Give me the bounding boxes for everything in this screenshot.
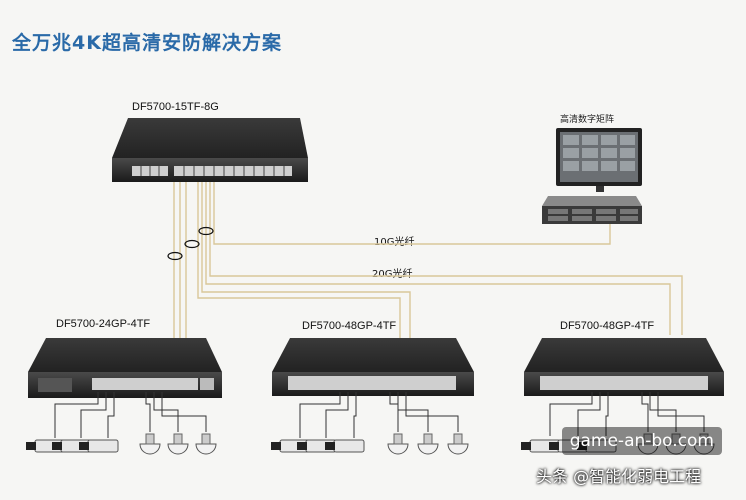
bullet-camera-lenses <box>26 442 587 450</box>
fiber-10g-label: 10G光纤 <box>374 237 415 248</box>
access-switch-1 <box>28 338 222 398</box>
fiber-links <box>173 180 683 342</box>
watermark: game-an-bo.com 头条 @智能化弱电工程 <box>530 425 736 487</box>
fiber-link-switch-2 <box>201 180 411 338</box>
page-title: 全万兆4K超高清安防解决方案 <box>12 32 282 54</box>
monitor-label: 高清数字矩阵 <box>560 115 615 125</box>
access-switch-3 <box>524 338 724 396</box>
fiber-20g-label: 20G光纤 <box>372 269 413 280</box>
fiber-bundle-mark <box>167 251 183 261</box>
fiber-link-monitor <box>213 180 611 245</box>
monitor <box>556 128 642 192</box>
access-switch-label-3: DF5700-48GP-4TF <box>560 320 655 332</box>
core-switch-label: DF5700-15TF-8G <box>132 101 219 113</box>
camera-cables <box>54 392 705 438</box>
watermark-source: 头条 @智能化弱电工程 <box>536 467 702 486</box>
nvr-storage <box>542 196 642 224</box>
access-switch-label-1: DF5700-24GP-4TF <box>56 318 151 330</box>
access-switch-2 <box>272 338 474 396</box>
access-switch-label-2: DF5700-48GP-4TF <box>302 320 397 332</box>
dome-cameras <box>139 443 715 455</box>
watermark-site: game-an-bo.com <box>561 427 722 455</box>
core-switch <box>112 118 308 182</box>
